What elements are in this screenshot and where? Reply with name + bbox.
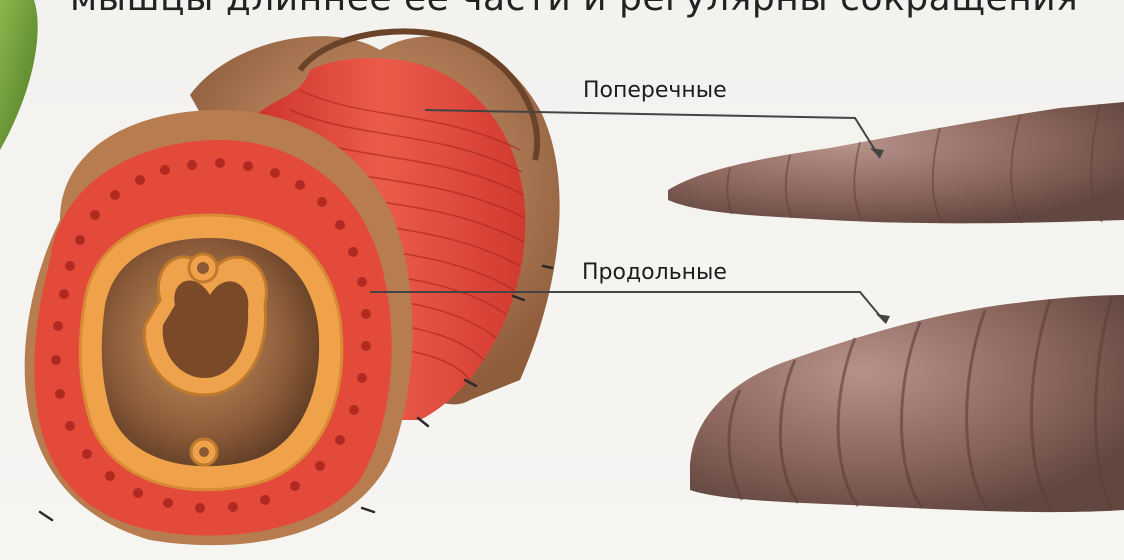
cross-section-illustration bbox=[25, 31, 560, 545]
arrowhead-longitudinal bbox=[876, 314, 890, 324]
page-title-fragment: мышцы длиннее её части и регулярны сокра… bbox=[70, 0, 1010, 19]
worm-thick-body bbox=[690, 295, 1124, 512]
worm-thin-body bbox=[668, 102, 1124, 223]
leaf-fragment bbox=[0, 0, 38, 150]
worm-thick-illustration bbox=[690, 295, 1124, 512]
label-longitudinal-muscles: Продольные bbox=[582, 260, 727, 285]
worm-thin-illustration bbox=[668, 102, 1124, 223]
label-transverse-muscles: Поперечные bbox=[583, 78, 727, 103]
